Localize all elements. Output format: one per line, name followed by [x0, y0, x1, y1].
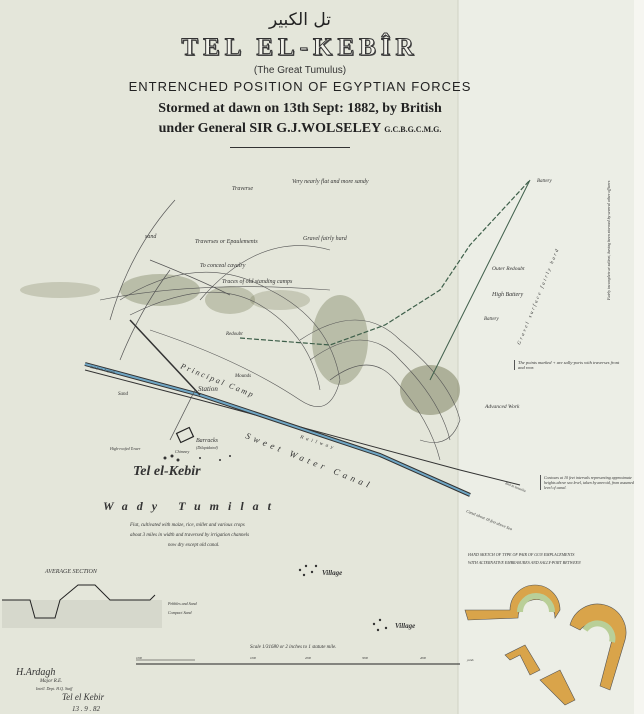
gun-emplacement-sketch: HAND SKETCH OF TYPE OF PAIR OF GUN EMPLA… [464, 552, 627, 706]
entrenchment-line-east [429, 179, 531, 381]
label-wady: Wady Tumilat [103, 499, 280, 513]
map-heading: ENTRENCHED POSITION OF EGYPTIAN FORCES [128, 79, 472, 94]
scale-tick-4: 4000 [420, 656, 427, 660]
label-conceal: To conceal cavalry [200, 263, 246, 269]
label-village-1: Village [322, 569, 342, 577]
signature-rank: Major R.E. [39, 679, 62, 684]
label-tower: High-roofed Tower [109, 446, 141, 451]
contour-lines [99, 245, 461, 461]
map-title: TEL EL-KEBÎR [181, 34, 419, 62]
roads [109, 199, 231, 361]
label-battery-top: Battery [537, 179, 552, 184]
label-advanced-work: Advanced Work [484, 404, 520, 410]
signature-dept: Intell. Dept. H.Q. Staff [35, 686, 73, 691]
section-title: AVERAGE SECTION [44, 569, 98, 575]
note-side: Fairly incomplete at salient, having bee… [606, 180, 612, 301]
village-dots [163, 454, 388, 632]
map-subtitle: (The Great Tumulus) [253, 65, 347, 76]
signature: H.Ardagh Major R.E. Intell. Dept. H.Q. S… [15, 667, 105, 713]
label-sand: Sand [118, 392, 129, 397]
average-section-diagram: AVERAGE SECTION Pebbles and Sand Compact… [2, 569, 198, 628]
title-rule [230, 147, 350, 148]
wady-desc-2: about 3 miles in width and traversed by … [130, 533, 249, 538]
label-town: Tel el-Kebir [133, 464, 201, 479]
general-honours: G.C.B.G.C.M.G. [384, 125, 442, 134]
label-mounds: Mounds [234, 374, 251, 379]
label-traverse: Traverse [232, 186, 253, 192]
arabic-title: تل الكبير [269, 10, 331, 30]
wady-desc-3: now dry except old canal. [168, 543, 220, 548]
label-barracks: Barracks [196, 438, 219, 444]
note-contours: Contours at 10 feet intervals representi… [540, 475, 640, 490]
label-traverses: Traverses or Epaulements [195, 239, 258, 245]
note-sally-ports: The points marked + are sally-ports with… [514, 360, 624, 370]
label-battery: Battery [484, 317, 499, 322]
label-dilapidated: (Dilapidated) [196, 445, 218, 450]
label-rail-cairo: Rail from Zagazig [89, 365, 116, 374]
signature-place: Tel el Kebir [62, 692, 105, 702]
scale-text: Scale 1/31680 or 2 inches to 1 statute m… [250, 645, 337, 650]
general-name: under General SIR G.J.WOLSELEY [158, 121, 381, 136]
signature-name: H.Ardagh [15, 667, 55, 678]
hill-shading [20, 274, 460, 415]
scale-tick-3: 3000 [362, 656, 369, 660]
label-gravel: Gravel fairly hard [303, 235, 348, 242]
scale-tick-2: 2000 [305, 656, 312, 660]
scale-tick-1: 1000 [250, 656, 257, 660]
label-station: Station [198, 385, 218, 393]
label-sand-top: sand [145, 234, 157, 240]
label-village-2: Village [395, 622, 415, 630]
label-flat-sandy: Very nearly flat and more sandy [292, 178, 369, 185]
map-line-1: Stormed at dawn on 13th Sept: 1882, by B… [158, 101, 442, 116]
wady-desc-1: Flat, cultivated with maize, rice, mille… [129, 523, 245, 528]
label-redoubt: Redoubt [225, 332, 243, 337]
signature-date: 13 . 9 . 82 [72, 705, 101, 713]
label-outer-redoubt: Outer Redoubt [492, 266, 525, 272]
map-line-2: under General SIR G.J.WOLSELEY G.C.B.G.C… [120, 121, 480, 137]
scale-bar: Scale 1/31680 or 2 inches to 1 statute m… [136, 645, 460, 665]
label-traces: Traces of old standing camps [222, 278, 293, 285]
label-pebbles: Pebbles and Sand [167, 601, 198, 606]
entrenchment-line [239, 179, 531, 346]
sketch-yards: yards [466, 658, 474, 662]
label-chimney: Chimney [175, 449, 189, 454]
sketch-note-2: WITH ALTERNATIVE EMBRASURES AND SALLY-PO… [468, 560, 581, 565]
sweet-water-canal [84, 363, 471, 496]
railway-line [84, 369, 521, 486]
barracks-marker [175, 426, 195, 444]
sketch-note-1: HAND SKETCH OF TYPE OF PAIR OF GUN EMPLA… [467, 552, 574, 557]
scale-tick-0: 1000 [136, 656, 143, 660]
label-high-battery: High Battery [491, 292, 523, 298]
label-compact: Compact Sand [168, 610, 192, 615]
